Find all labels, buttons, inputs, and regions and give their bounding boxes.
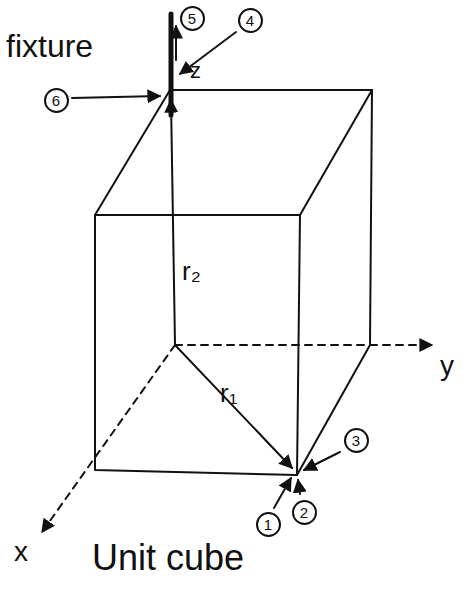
callout-number: 5 — [180, 6, 205, 31]
part-name: fixture — [6, 30, 93, 62]
r2-vector — [171, 100, 175, 345]
cube-right-edges — [297, 90, 372, 475]
axis-label: x — [14, 538, 28, 566]
force-arrow — [72, 96, 160, 98]
vector-label: r₂ — [182, 258, 201, 284]
callout-number: 1 — [256, 512, 281, 537]
callout-number: 2 — [292, 500, 317, 525]
callout-number: 6 — [44, 88, 69, 113]
callout-text: 5 — [188, 11, 196, 26]
force-arrow — [175, 26, 177, 60]
callout-text: 4 — [246, 13, 254, 28]
x-axis — [42, 345, 175, 532]
callout-number: 4 — [238, 8, 263, 33]
callout-text: 3 — [352, 433, 360, 448]
cube-top-edges — [95, 90, 372, 215]
caption-text: Unit cube — [92, 540, 244, 576]
y-axis — [175, 344, 432, 346]
vector-label: r₁ — [220, 380, 237, 406]
axis-label: z — [190, 60, 201, 82]
force-arrow — [304, 452, 340, 470]
force-arrow — [274, 478, 291, 508]
fixture-rod — [169, 14, 174, 115]
force-arrow — [298, 480, 300, 494]
callout-number: 3 — [344, 428, 369, 453]
force-arrow — [180, 32, 236, 74]
callout-text: 1 — [264, 517, 272, 532]
callout-text: 2 — [300, 505, 308, 520]
r1-vector — [175, 345, 292, 468]
axis-label: y — [440, 352, 454, 380]
callout-text: 6 — [52, 93, 60, 108]
